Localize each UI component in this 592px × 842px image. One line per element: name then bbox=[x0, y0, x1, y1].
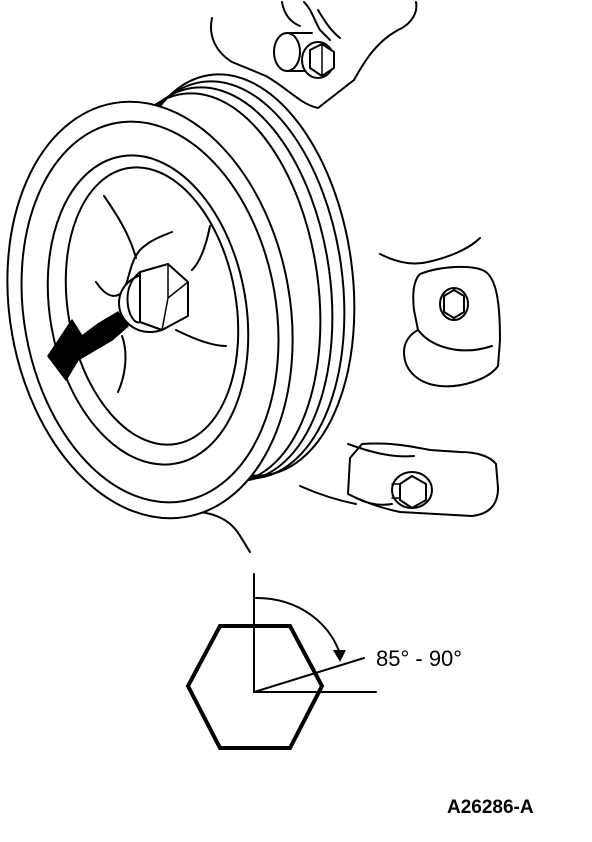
hexagon-icon bbox=[185, 624, 325, 750]
top-bolt bbox=[273, 32, 335, 79]
hex-bolt-icon bbox=[118, 263, 189, 333]
engine-outline bbox=[199, 1, 481, 553]
mounting-bracket bbox=[347, 265, 501, 517]
angle-detail bbox=[185, 573, 377, 750]
figure-id: A26286-A bbox=[447, 797, 534, 818]
arrow-pointer-icon bbox=[47, 311, 129, 381]
crankshaft-pulley bbox=[6, 73, 356, 520]
angle-label: 85° - 90° bbox=[376, 646, 463, 671]
